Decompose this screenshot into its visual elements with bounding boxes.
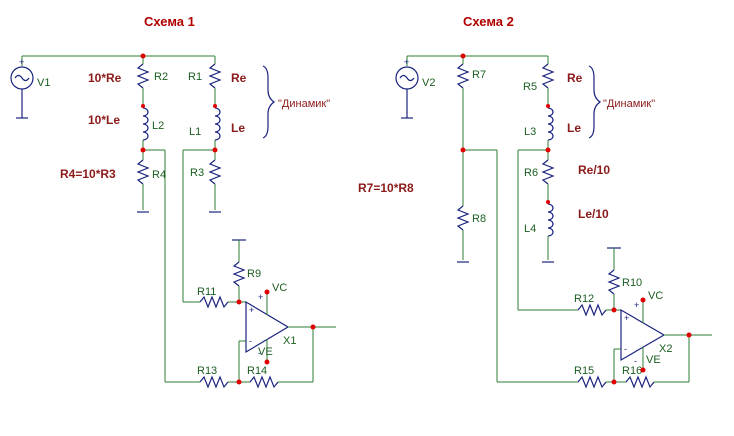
- junction-dot: [236, 379, 242, 385]
- junction-dot: [611, 307, 617, 313]
- dynamic-label-2: "Динамик": [603, 98, 655, 110]
- note-r5-value: Re: [567, 71, 583, 85]
- label-r4: R4: [152, 169, 166, 181]
- label-l1: L1: [189, 126, 201, 138]
- junction-dot: [460, 147, 466, 153]
- junction-dot: [236, 299, 242, 305]
- note-r1-value: Re: [231, 71, 247, 85]
- svg-text:-: -: [634, 356, 637, 366]
- scheme1-title: Схема 1: [144, 14, 195, 29]
- label-r8: R8: [472, 213, 486, 225]
- note-r4-ratio: R4=10*R3: [60, 167, 116, 181]
- label-r11: R11: [197, 286, 216, 298]
- svg-text:-: -: [249, 336, 252, 346]
- opamp-x1: + - + -: [199, 239, 336, 389]
- branch-r2-l2-r4: [136, 56, 200, 383]
- label-r9: R9: [247, 268, 261, 280]
- junction-dot: [310, 324, 316, 330]
- dynamic-label-1: "Динамик": [278, 98, 330, 110]
- svg-text:-: -: [258, 348, 261, 358]
- note-r7-ratio: R7=10*R8: [358, 181, 414, 195]
- junction-dot: [213, 104, 217, 108]
- label-r2: R2: [154, 71, 168, 83]
- label-l2: L2: [152, 120, 164, 132]
- brace-dynamic-2: [588, 65, 602, 139]
- junction-dot: [611, 379, 617, 385]
- label-r12: R12: [574, 293, 594, 305]
- note-r6-value: Re/10: [578, 163, 610, 177]
- junction-dot: [264, 359, 270, 365]
- label-r7: R7: [472, 69, 486, 81]
- svg-text:-: -: [624, 344, 627, 354]
- source-v1: + V1: [10, 55, 215, 119]
- branch-r7-r8: [456, 56, 578, 383]
- label-x1: X1: [283, 335, 296, 347]
- label-r16: R16: [622, 365, 642, 377]
- svg-text:+: +: [258, 292, 263, 302]
- scheme2-title: Схема 2: [463, 14, 514, 29]
- junction-dot: [140, 147, 146, 153]
- junction-dot: [640, 367, 646, 373]
- label-r3: R3: [190, 167, 204, 179]
- junction-dot: [460, 53, 466, 59]
- note-r2-value: 10*Re: [88, 71, 122, 85]
- source-v2: + V2: [395, 55, 548, 119]
- label-r6: R6: [524, 167, 538, 179]
- label-l4: L4: [524, 223, 536, 235]
- note-l2-value: 10*Le: [88, 113, 120, 127]
- junction-dot: [264, 289, 270, 295]
- label-r10: R10: [622, 277, 642, 289]
- label-r15: R15: [574, 365, 594, 377]
- svg-text:+: +: [624, 313, 629, 323]
- note-l3-value: Le: [567, 121, 581, 135]
- label-vc1: VC: [272, 282, 287, 294]
- opamp-x2: + - + -: [577, 247, 712, 389]
- svg-text:+: +: [404, 57, 409, 67]
- label-ve1: VE: [258, 346, 273, 358]
- svg-text:+: +: [19, 57, 24, 67]
- branch-r5-l3-r6-l4: [517, 56, 578, 311]
- label-ve2: VE: [646, 354, 661, 366]
- label-r1: R1: [188, 71, 202, 83]
- label-r5: R5: [523, 81, 537, 93]
- junction-dot: [545, 147, 551, 153]
- junction-dot: [546, 104, 550, 108]
- label-r13: R13: [197, 365, 217, 377]
- svg-text:+: +: [249, 305, 254, 315]
- label-v2: V2: [422, 77, 435, 89]
- junction-dot: [141, 104, 145, 108]
- branch-r1-l1-r3: [182, 56, 222, 303]
- brace-dynamic-1: [262, 65, 276, 139]
- label-vc2: VC: [648, 290, 663, 302]
- label-r14: R14: [247, 365, 267, 377]
- note-l4-value: Le/10: [578, 207, 609, 221]
- junction-dot: [686, 332, 692, 338]
- junction-dot: [212, 147, 218, 153]
- label-l3: L3: [524, 126, 536, 138]
- svg-text:+: +: [634, 300, 639, 310]
- label-v1: V1: [37, 77, 50, 89]
- junction-dot: [546, 200, 550, 204]
- junction-dot: [140, 53, 146, 59]
- label-x2: X2: [659, 343, 672, 355]
- note-l1-value: Le: [231, 121, 245, 135]
- junction-dot: [640, 297, 646, 303]
